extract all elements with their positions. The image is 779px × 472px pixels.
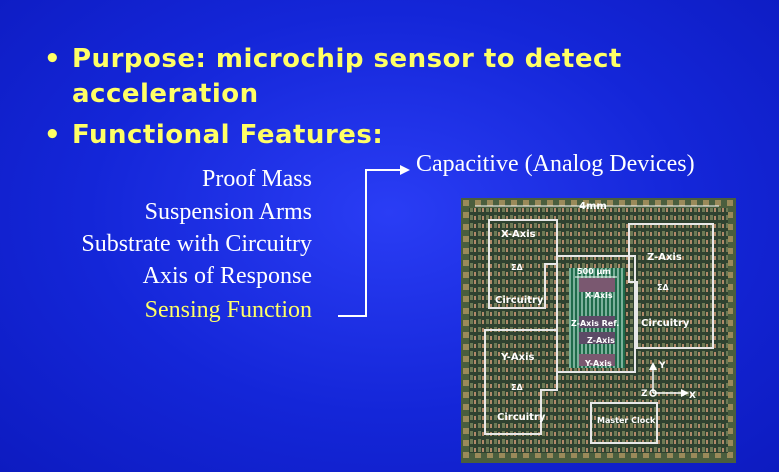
feature-substrate: Substrate with Circuitry <box>81 231 312 257</box>
core-y-axis: Y-Axis <box>584 359 612 368</box>
feature-sensing-function: Sensing Function <box>144 297 312 323</box>
capacitive-label: Capacitive (Analog Devices) <box>416 151 695 177</box>
chip-width-label: 4mm <box>579 201 607 212</box>
chip-micrograph: 4mm 500 μm X-Axis Z-Axis Circuitry Circu… <box>461 198 736 463</box>
feature-proof-mass: Proof Mass <box>201 166 312 192</box>
core-z-axis: Z-Axis <box>587 336 615 345</box>
sigma-delta-2: ΣΔ <box>657 283 669 292</box>
features-heading: Functional Features: <box>72 120 384 150</box>
block-x-axis: X-Axis <box>501 229 536 240</box>
axis-label-y: Y <box>658 361 666 371</box>
sigma-delta-1: ΣΔ <box>511 263 523 272</box>
scale-label: 500 μm <box>577 267 611 276</box>
axis-indicator <box>649 362 689 397</box>
block-circuitry-2: Circuitry <box>641 318 690 329</box>
axis-label-x: X <box>689 391 696 401</box>
axis-label-z: Z <box>641 389 648 399</box>
core-x-axis: X-Axis <box>585 291 613 300</box>
sigma-delta-3: ΣΔ <box>511 383 523 392</box>
bullet-dot-features: • <box>44 120 61 150</box>
feature-suspension-arms: Suspension Arms <box>144 199 312 225</box>
block-y-axis: Y-Axis <box>500 352 535 363</box>
purpose-line-2: acceleration <box>72 79 259 109</box>
block-circuitry-1: Circuitry <box>495 295 544 306</box>
block-circuitry-3: Circuitry <box>497 412 546 423</box>
feature-axis-of-response: Axis of Response <box>142 263 312 289</box>
core-z-axis-ref: Z-Axis Ref. <box>571 319 619 328</box>
purpose-line-1: Purpose: microchip sensor to detect <box>72 44 622 74</box>
block-master-clock: Master Clock <box>597 416 656 425</box>
bullet-dot-purpose: • <box>44 44 61 74</box>
block-z-axis: Z-Axis <box>647 252 682 263</box>
